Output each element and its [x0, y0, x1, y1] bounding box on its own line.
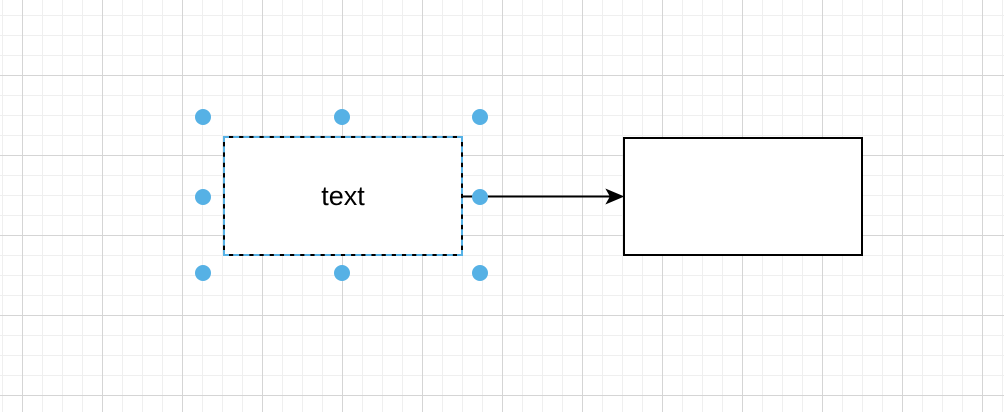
- arrowhead-icon: [605, 188, 625, 205]
- resize-handle-n[interactable]: [334, 109, 350, 125]
- resize-handle-s[interactable]: [334, 265, 350, 281]
- resize-handle-w[interactable]: [195, 189, 211, 205]
- resize-handle-ne[interactable]: [472, 109, 488, 125]
- resize-handle-sw[interactable]: [195, 265, 211, 281]
- resize-handle-e[interactable]: [472, 189, 488, 205]
- shape-label: text: [321, 180, 365, 211]
- resize-handle-nw[interactable]: [195, 109, 211, 125]
- resize-handle-se[interactable]: [472, 265, 488, 281]
- shape-rectangle-target[interactable]: [623, 137, 863, 256]
